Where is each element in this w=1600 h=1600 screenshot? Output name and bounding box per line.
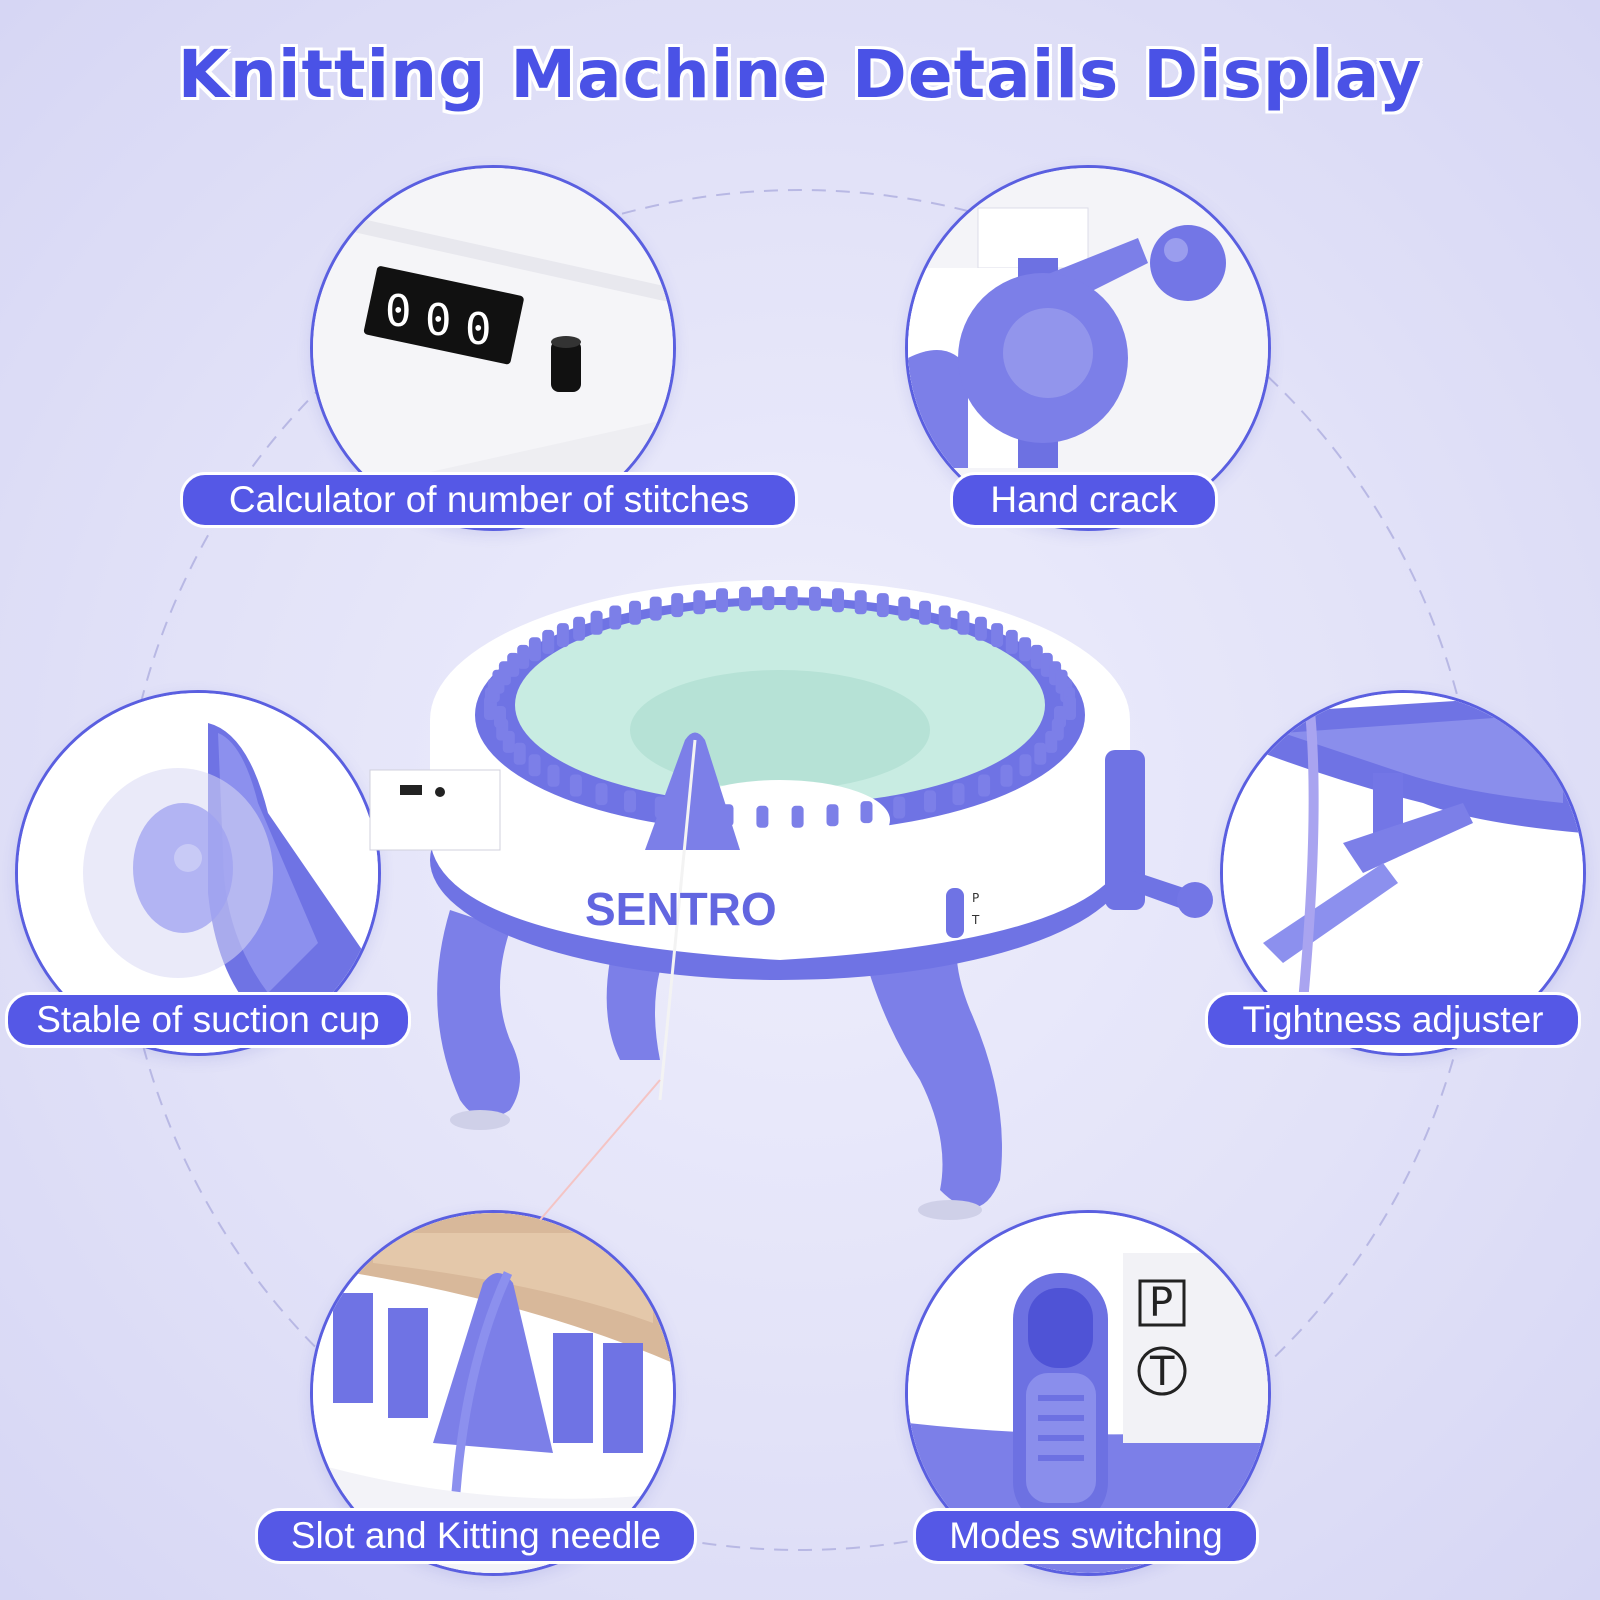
needle	[671, 593, 684, 618]
mode-letter-p: P	[1149, 1280, 1173, 1326]
needle	[1030, 644, 1043, 669]
needle	[919, 600, 931, 625]
needle	[924, 790, 936, 813]
label-stitch-counter: Calculator of number of stitches	[180, 472, 798, 528]
needle	[1019, 637, 1032, 662]
needle	[860, 801, 873, 824]
mode-letter-t: T	[1149, 1349, 1175, 1395]
needle	[826, 804, 839, 827]
needle	[1034, 742, 1047, 765]
label-mode-switch: Modes switching	[913, 1508, 1259, 1564]
needle	[693, 590, 706, 615]
needle	[624, 790, 636, 813]
needle	[569, 774, 582, 797]
needle	[556, 623, 569, 648]
mode-p-box	[1138, 1279, 1186, 1327]
yarn-strand	[1293, 693, 1319, 1053]
needle	[876, 593, 889, 618]
needle	[1005, 629, 1018, 654]
machine-crank-knob	[1177, 882, 1213, 918]
needle	[716, 588, 728, 613]
needle	[1000, 764, 1013, 787]
counter-display	[363, 266, 524, 365]
needle	[513, 742, 526, 765]
needle	[893, 796, 906, 819]
needle	[573, 616, 586, 641]
machine-mode-p: P	[972, 891, 979, 905]
needle	[974, 616, 987, 641]
needle	[590, 610, 603, 635]
needle	[1064, 696, 1076, 720]
label-suction-cup: Stable of suction cup	[5, 992, 411, 1048]
detail-hand-crank	[905, 165, 1271, 531]
needle	[528, 754, 541, 777]
label-hand-crank: Hand crack	[950, 472, 1218, 528]
needle	[517, 644, 530, 669]
machine-crank-housing	[1105, 750, 1145, 910]
counter-digit-2: 0	[425, 295, 452, 346]
adjuster-lever	[1343, 803, 1473, 873]
counter-digit-1: 0	[385, 286, 412, 337]
needle	[952, 783, 965, 806]
needle	[854, 590, 867, 615]
brand-logo: SENTRO	[585, 883, 777, 935]
needle	[938, 605, 951, 630]
needle	[957, 610, 970, 635]
needle	[739, 586, 751, 611]
label-tightness-adjuster: Tightness adjuster	[1205, 992, 1581, 1048]
needle	[809, 586, 821, 611]
knitting-machine: SENTRO P T	[369, 580, 1213, 1221]
needle	[791, 805, 804, 828]
mode-t-circle	[1137, 1346, 1187, 1396]
page-title: Knitting Machine Details Display	[177, 36, 1423, 113]
needle	[528, 637, 541, 662]
needle	[507, 652, 520, 677]
needle	[649, 596, 662, 621]
needle	[756, 805, 769, 828]
needle	[991, 623, 1004, 648]
yarn-carriage	[645, 732, 740, 850]
needle	[762, 586, 775, 611]
machine-mode-t: T	[971, 913, 980, 927]
label-slot-needle: Slot and Kitting needle	[255, 1508, 697, 1564]
needle	[898, 596, 911, 621]
needle	[609, 605, 622, 630]
needle	[978, 774, 991, 797]
needle	[785, 586, 798, 611]
machine-mode-switch	[946, 888, 964, 938]
needle	[542, 629, 555, 654]
machine-counter-box	[369, 769, 501, 851]
machine-legs	[437, 910, 1002, 1208]
needle	[547, 764, 560, 787]
needle	[595, 783, 608, 806]
counter-digit-3: 0	[465, 304, 492, 355]
needle	[494, 706, 506, 728]
reset-knob	[551, 340, 581, 392]
crank-handle-icon	[1150, 225, 1226, 301]
needle	[1045, 730, 1058, 753]
needle	[629, 600, 641, 625]
needle	[1019, 754, 1032, 777]
needle	[832, 588, 844, 613]
